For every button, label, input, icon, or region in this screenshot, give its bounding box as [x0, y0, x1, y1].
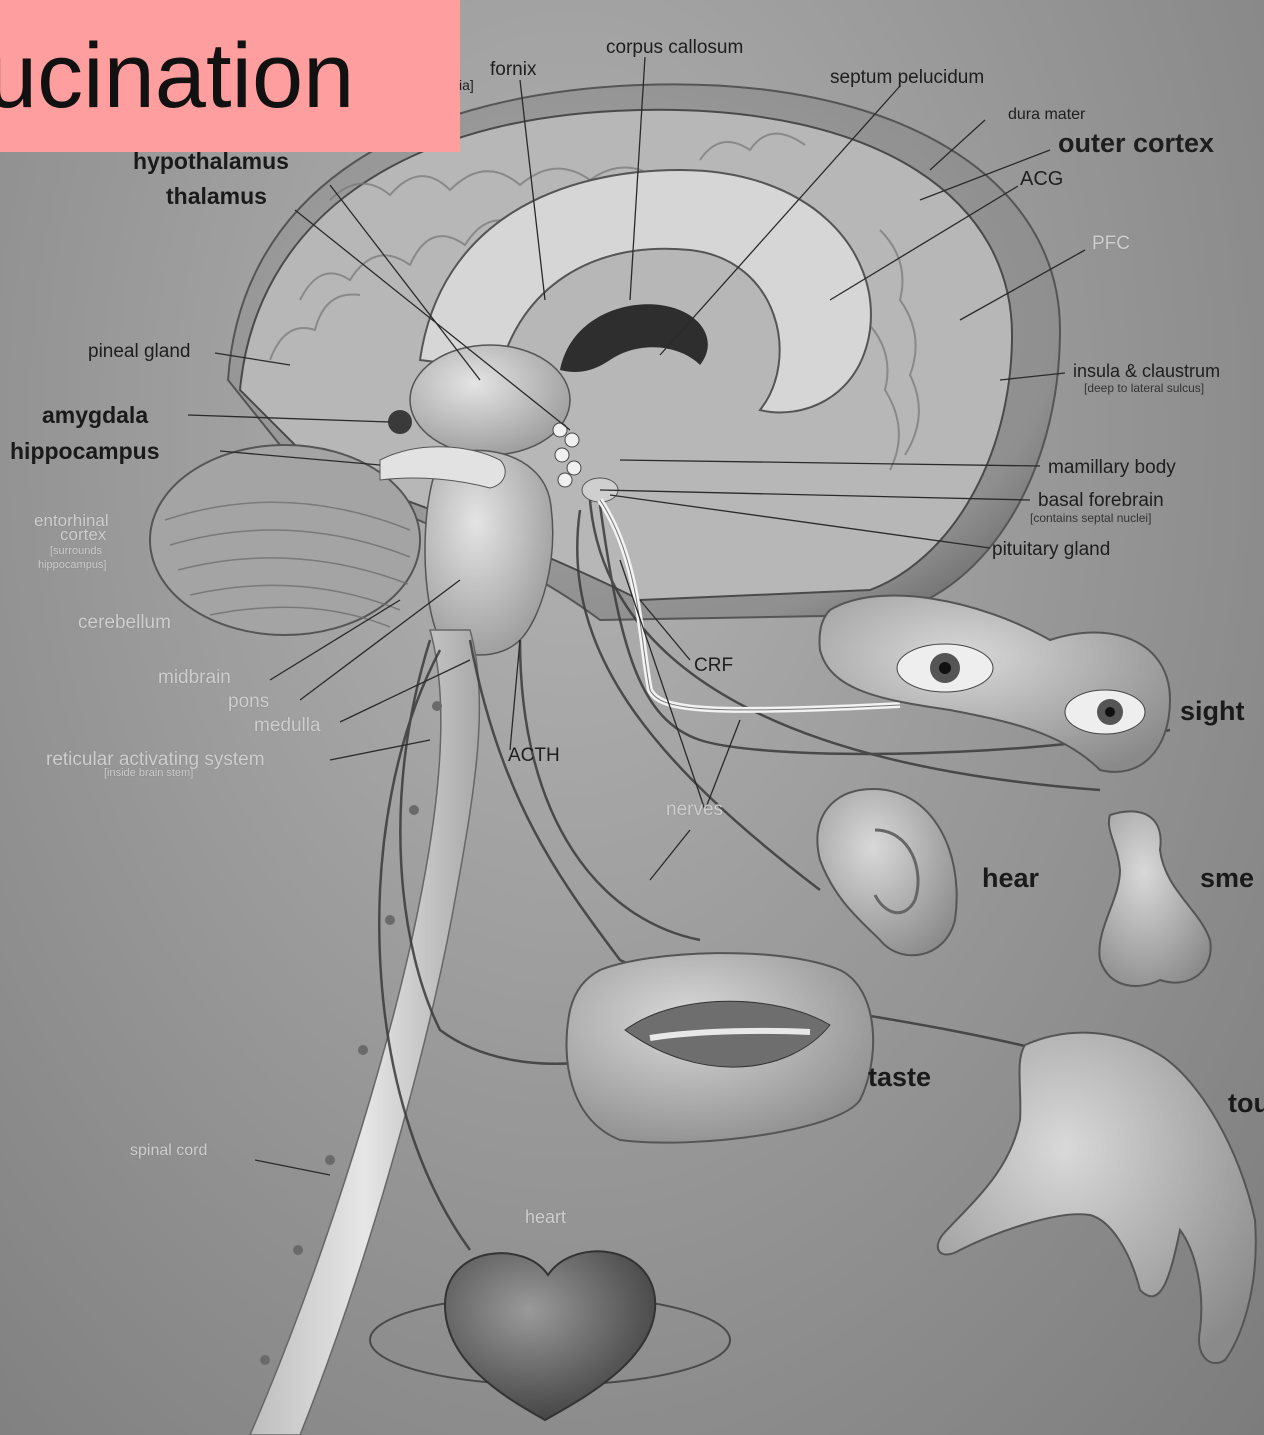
label-outer-cortex: outer cortex	[1058, 130, 1214, 157]
label-heart: heart	[525, 1208, 566, 1226]
label-pineal-gland: pineal gland	[88, 342, 190, 361]
label-mamillary-body: mamillary body	[1048, 458, 1176, 477]
page-title: ucination	[0, 24, 354, 129]
label-touch: tou	[1228, 1090, 1264, 1117]
nose-shape	[1099, 811, 1210, 986]
label-basal-forebrain-note: [contains septal nuclei]	[1030, 512, 1151, 524]
label-entorhinal-note-1: [surrounds	[50, 546, 102, 557]
label-insula-note: [deep to lateral sulcus]	[1084, 382, 1204, 394]
label-corpus-callosum: corpus callosum	[606, 38, 743, 57]
label-hypothalamus: hypothalamus	[133, 150, 289, 173]
label-sight: sight	[1180, 698, 1245, 725]
title-banner: ucination	[0, 0, 460, 152]
label-medulla: medulla	[254, 716, 321, 735]
label-spinal-cord: spinal cord	[130, 1143, 207, 1159]
thalamus-shape	[410, 345, 570, 455]
heart-shape	[445, 1251, 655, 1420]
label-amygdala: amygdala	[42, 404, 148, 427]
label-nerves: nerves	[666, 800, 723, 819]
label-acth: ACTH	[508, 746, 560, 765]
label-cerebellum: cerebellum	[78, 613, 171, 632]
label-thalamus: thalamus	[166, 185, 267, 208]
hand-shape	[938, 1033, 1256, 1363]
label-septum-pelucidum: septum pelucidum	[830, 68, 984, 87]
eyes-mask	[819, 596, 1170, 772]
label-ras-note: [inside brain stem]	[104, 768, 193, 779]
label-hear: hear	[982, 865, 1039, 892]
label-entorhinal-note-2: hippocampus]	[38, 560, 107, 571]
label-pituitary-gland: pituitary gland	[992, 540, 1110, 559]
ear-shape	[817, 789, 956, 955]
label-smell: sme	[1200, 865, 1254, 892]
label-insula: insula & claustrum	[1073, 362, 1220, 380]
label-hippocampus: hippocampus	[10, 440, 160, 463]
amygdala-shape	[388, 410, 412, 434]
label-pfc: PFC	[1092, 234, 1130, 253]
label-fornix: fornix	[490, 60, 536, 79]
label-taste: taste	[868, 1064, 931, 1091]
label-midbrain: midbrain	[158, 668, 231, 687]
title-fragment: ia]	[459, 78, 474, 92]
label-acg: ACG	[1020, 169, 1063, 189]
label-basal-forebrain: basal forebrain	[1038, 491, 1164, 510]
label-crf: CRF	[694, 656, 733, 675]
label-dura-mater: dura mater	[1008, 107, 1085, 123]
label-entorhinal-cortex: cortex	[60, 526, 106, 543]
label-pons: pons	[228, 692, 269, 711]
